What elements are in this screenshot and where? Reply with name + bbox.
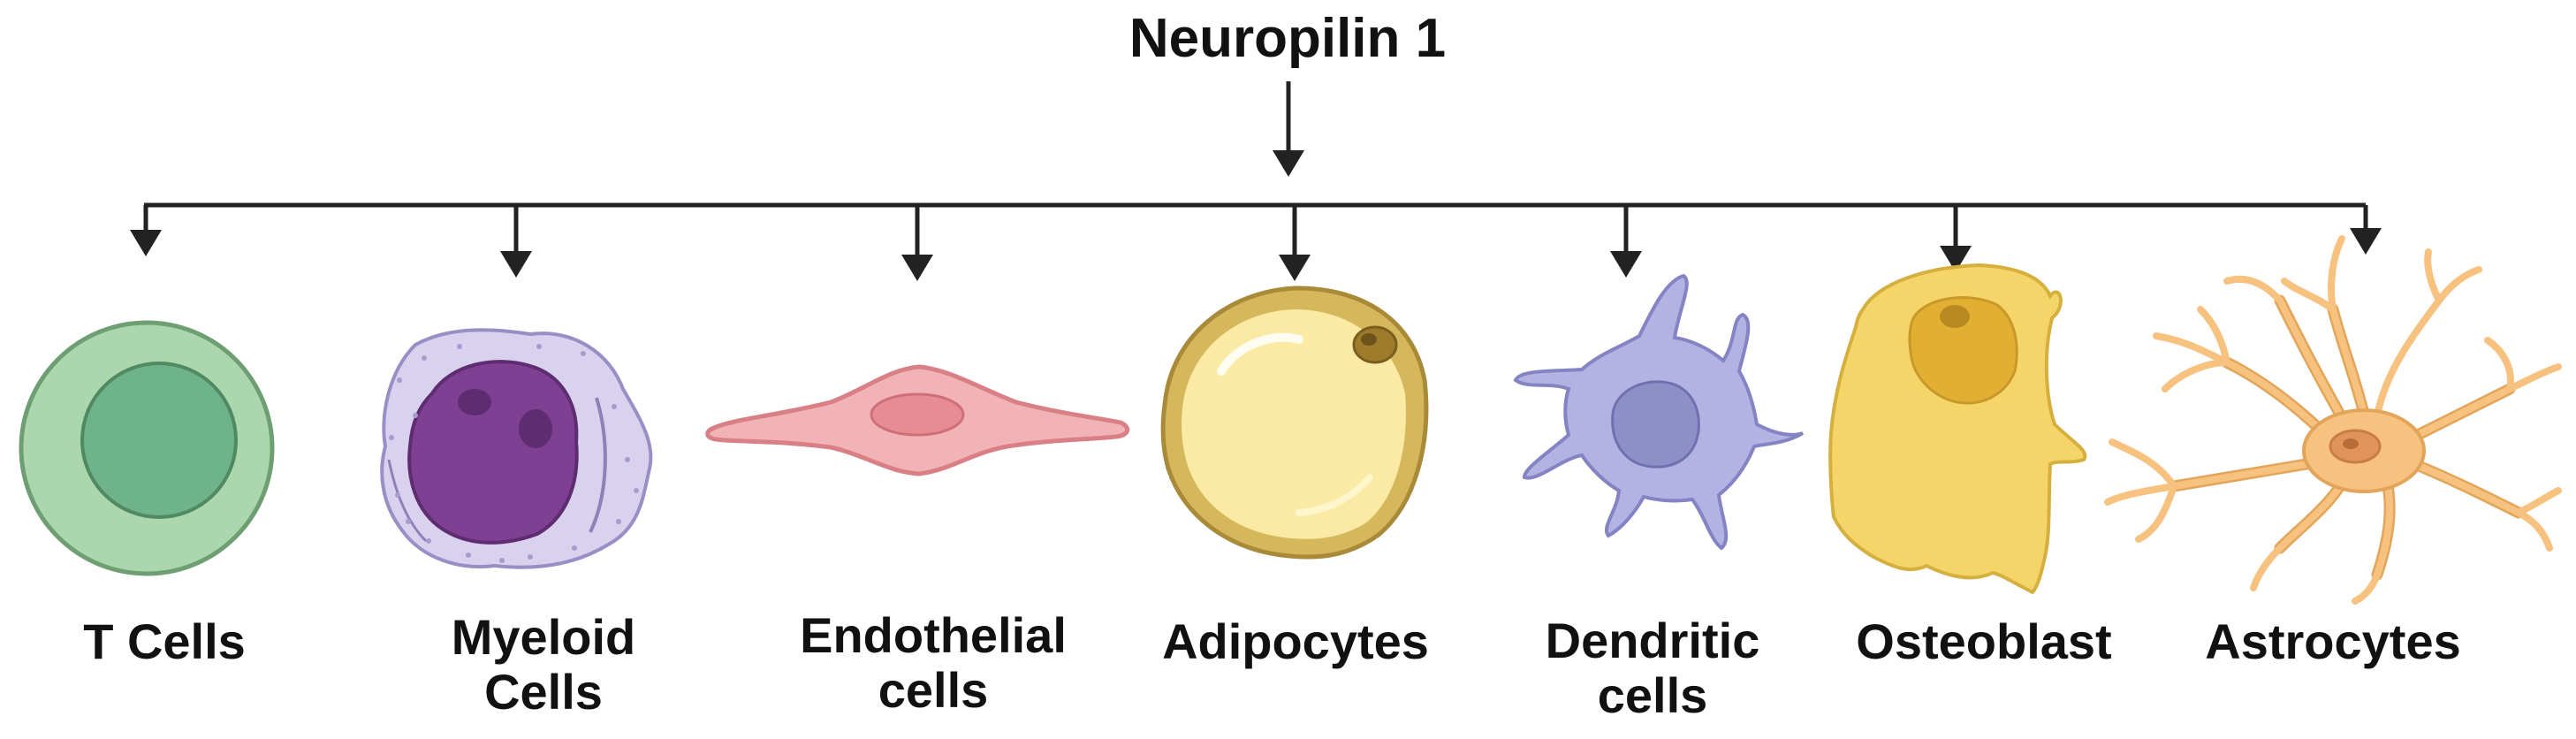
arrowhead-astrocytes-icon [2350,228,2382,255]
cell-label-osteoblast: Osteoblast [1856,613,2112,669]
t-cell-icon [19,320,275,576]
arrowhead-dendritic-icon [1610,251,1642,278]
arrowhead-osteoblast-icon [1940,246,1972,272]
osteoblast-icon [1828,263,2087,595]
arrowhead-t-cells-icon [130,230,162,256]
dendritic-cell-icon [1513,273,1805,551]
myeloid-cell-icon [380,328,653,569]
connector-lines [143,81,2368,260]
arrowhead-adipocytes-icon [1279,255,1311,281]
cell-label-astrocytes: Astrocytes [2205,613,2461,669]
cell-label-adipocytes: Adipocytes [1162,613,1429,669]
arrowhead-myeloid-icon [500,251,532,278]
cell-label-endothelial: Endothelial cells [800,607,1067,718]
astrocyte-icon [2104,235,2562,605]
endothelial-cell-icon [705,364,1130,476]
cell-label-t-cells: T Cells [83,613,246,669]
arrowheads [130,150,2382,281]
cell-label-myeloid: Myeloid Cells [451,609,636,720]
diagram-title: Neuropilin 1 [1128,8,1447,69]
arrowhead-endothelial-icon [901,255,933,281]
adipocyte-icon [1160,286,1429,560]
cell-label-dendritic: Dendritic cells [1545,613,1760,723]
main-arrowhead-icon [1273,150,1304,177]
